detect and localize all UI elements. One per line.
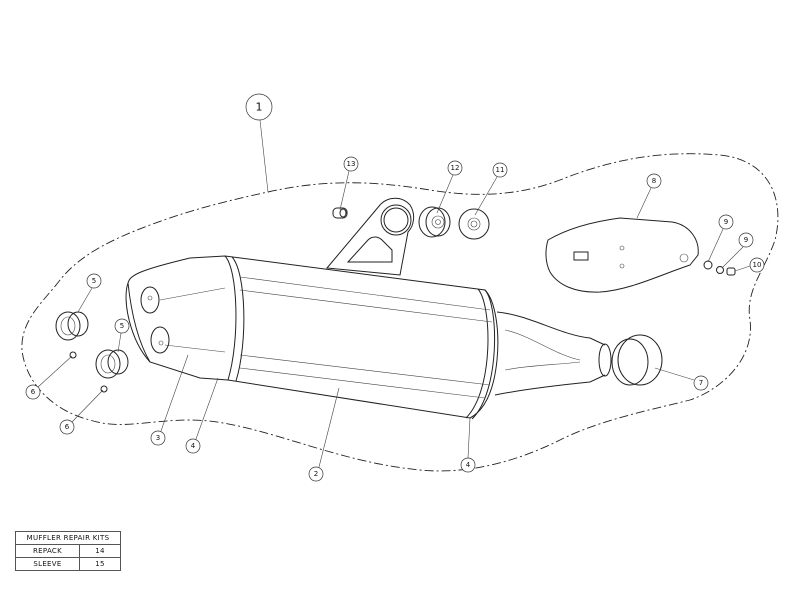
muffler-body (125, 255, 499, 420)
washer (703, 260, 713, 270)
bolt (726, 267, 736, 276)
svg-text:9: 9 (724, 218, 728, 226)
svg-text:4: 4 (191, 442, 196, 450)
svg-text:6: 6 (31, 388, 36, 396)
svg-text:7: 7 (699, 379, 703, 387)
callout-13: 13 (343, 156, 359, 172)
screw (100, 385, 108, 393)
clamp (611, 334, 663, 386)
kit-ref: 14 (79, 544, 121, 558)
kit-name: SLEEVE (15, 557, 80, 571)
callout-8: 8 (646, 173, 662, 189)
washer (716, 266, 724, 274)
callout-9: 9 (738, 232, 754, 248)
svg-text:13: 13 (347, 160, 356, 168)
assembly-boundary (21, 153, 779, 472)
svg-text:12: 12 (451, 164, 460, 172)
screw (332, 207, 348, 219)
svg-text:10: 10 (753, 261, 762, 269)
callout-6: 6 (25, 384, 41, 400)
callout-4: 4 (460, 457, 476, 473)
callout-4: 4 (185, 438, 201, 454)
kit-name: REPACK (15, 544, 80, 558)
end-cap (55, 311, 89, 341)
bushing (458, 208, 490, 240)
heat-shield (545, 217, 699, 293)
callout-7: 7 (693, 375, 709, 391)
svg-text:11: 11 (496, 166, 505, 174)
callout-3: 3 (150, 430, 166, 446)
svg-text:5: 5 (92, 277, 96, 285)
svg-text:6: 6 (65, 423, 70, 431)
callout-2: 2 (308, 466, 324, 482)
screw (69, 351, 77, 359)
svg-text:3: 3 (156, 434, 160, 442)
svg-text:8: 8 (652, 177, 656, 185)
svg-text:1: 1 (256, 101, 263, 114)
callout-5: 5 (86, 273, 102, 289)
callout-10: 10 (749, 257, 765, 273)
rubber-grommet (418, 206, 451, 238)
callout-6: 6 (59, 419, 75, 435)
table-row: REPACK 14 (15, 544, 121, 558)
svg-text:4: 4 (466, 461, 471, 469)
kit-ref: 15 (79, 557, 121, 571)
callout-11: 11 (492, 162, 508, 178)
callout-1: 1 (245, 93, 273, 121)
mounting-bracket (326, 197, 415, 276)
leader-lines (37, 119, 751, 468)
callout-12: 12 (447, 160, 463, 176)
svg-text:9: 9 (744, 236, 748, 244)
callout-5: 5 (114, 318, 130, 334)
end-cap (95, 349, 129, 379)
link-pipe (494, 311, 612, 396)
table-row: SLEEVE 15 (15, 557, 121, 571)
repair-kits-table: MUFFLER REPAIR KITS REPACK 14 SLEEVE 15 (15, 531, 121, 571)
svg-text:5: 5 (120, 322, 124, 330)
svg-text:2: 2 (314, 470, 318, 478)
callout-9: 9 (718, 214, 734, 230)
repair-kits-title: MUFFLER REPAIR KITS (15, 531, 121, 545)
